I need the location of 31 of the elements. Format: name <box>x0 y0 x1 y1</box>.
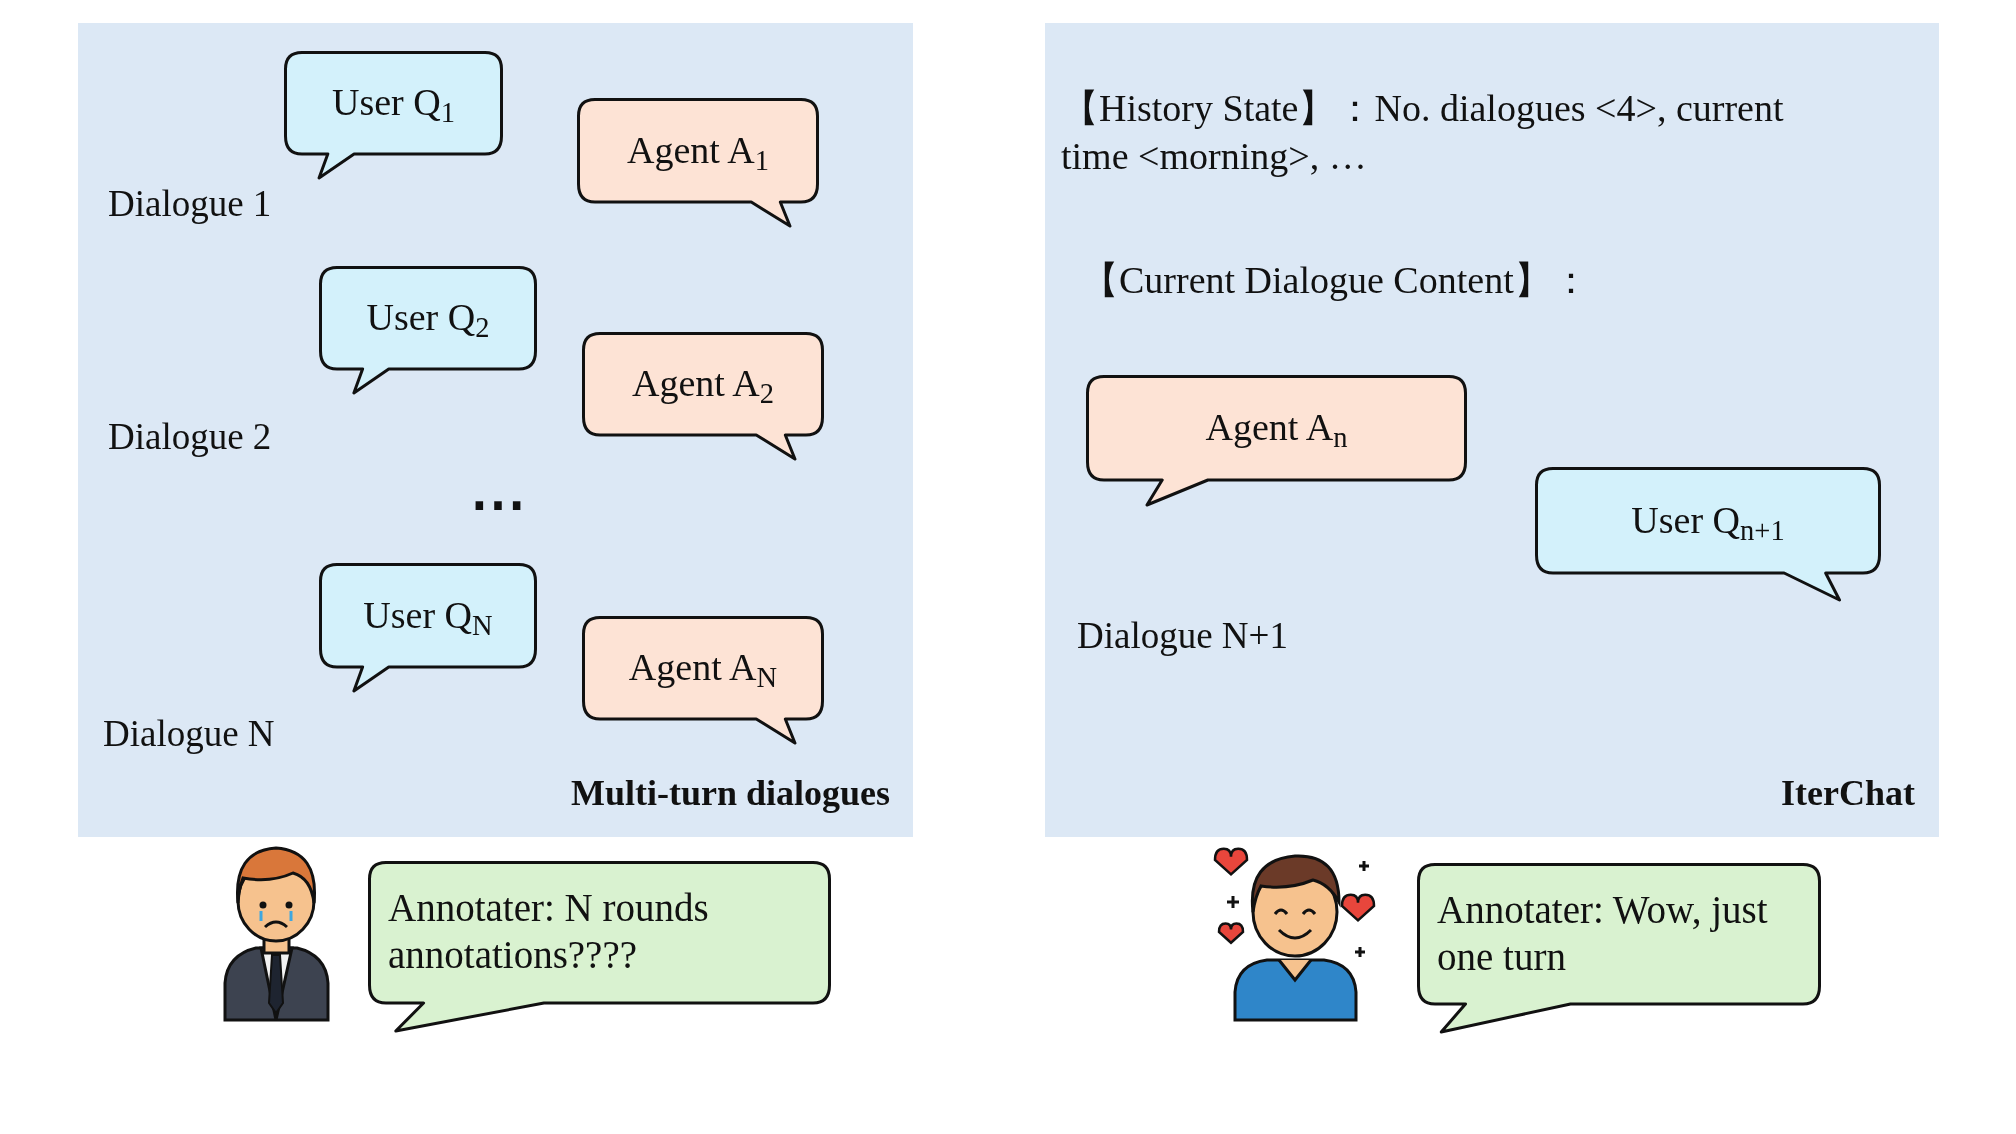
speech-bubble <box>319 266 537 395</box>
panel <box>1045 23 1939 837</box>
bubble-text: Annotater: Wow, just one turn <box>1437 886 1769 980</box>
dialogue-label: ⋯ <box>470 472 526 537</box>
speech-bubble <box>582 616 824 745</box>
bubble-text: User Q$_{n+1}$ <box>1631 497 1785 548</box>
bubble-text: User Q$_{1}$ <box>332 80 455 131</box>
speech-bubble <box>1417 863 1821 1034</box>
dialogue-label: Dialogue N+1 <box>1077 614 1288 658</box>
bubble-text: Agent A$_{2}$ <box>632 361 774 412</box>
dialogue-label: Dialogue 2 <box>108 415 272 459</box>
bubble-text: Agent A$_{n}$ <box>1205 405 1348 456</box>
speech-bubble <box>582 332 824 461</box>
bubble-text: User Q$_{N}$ <box>363 592 493 643</box>
bubble-text: User Q$_{2}$ <box>366 295 490 346</box>
bubble-text: Agent A$_{1}$ <box>627 127 769 178</box>
speech-bubble <box>368 861 831 1033</box>
panel-text: 【History State】：No. dialogues <4>, current time <morning>, … <box>1061 86 1785 179</box>
bubble-text: Annotater: N rounds annotations???? <box>388 885 710 978</box>
panel-title: Multi-turn dialogues <box>569 772 890 815</box>
speech-bubble <box>319 563 537 693</box>
speech-bubble <box>1086 375 1467 507</box>
speech-bubble <box>284 51 503 180</box>
speech-bubble <box>1535 467 1881 602</box>
panel-text: 【Current Dialogue Content】： <box>1081 258 1591 303</box>
dialogue-label: Dialogue 1 <box>108 182 272 226</box>
dialogue-label: Dialogue N <box>103 712 275 756</box>
speech-bubble <box>577 98 819 228</box>
panel-title: IterChat <box>1780 772 1915 815</box>
panel <box>78 23 913 837</box>
bubble-text: Agent A$_{N}$ <box>628 645 778 696</box>
